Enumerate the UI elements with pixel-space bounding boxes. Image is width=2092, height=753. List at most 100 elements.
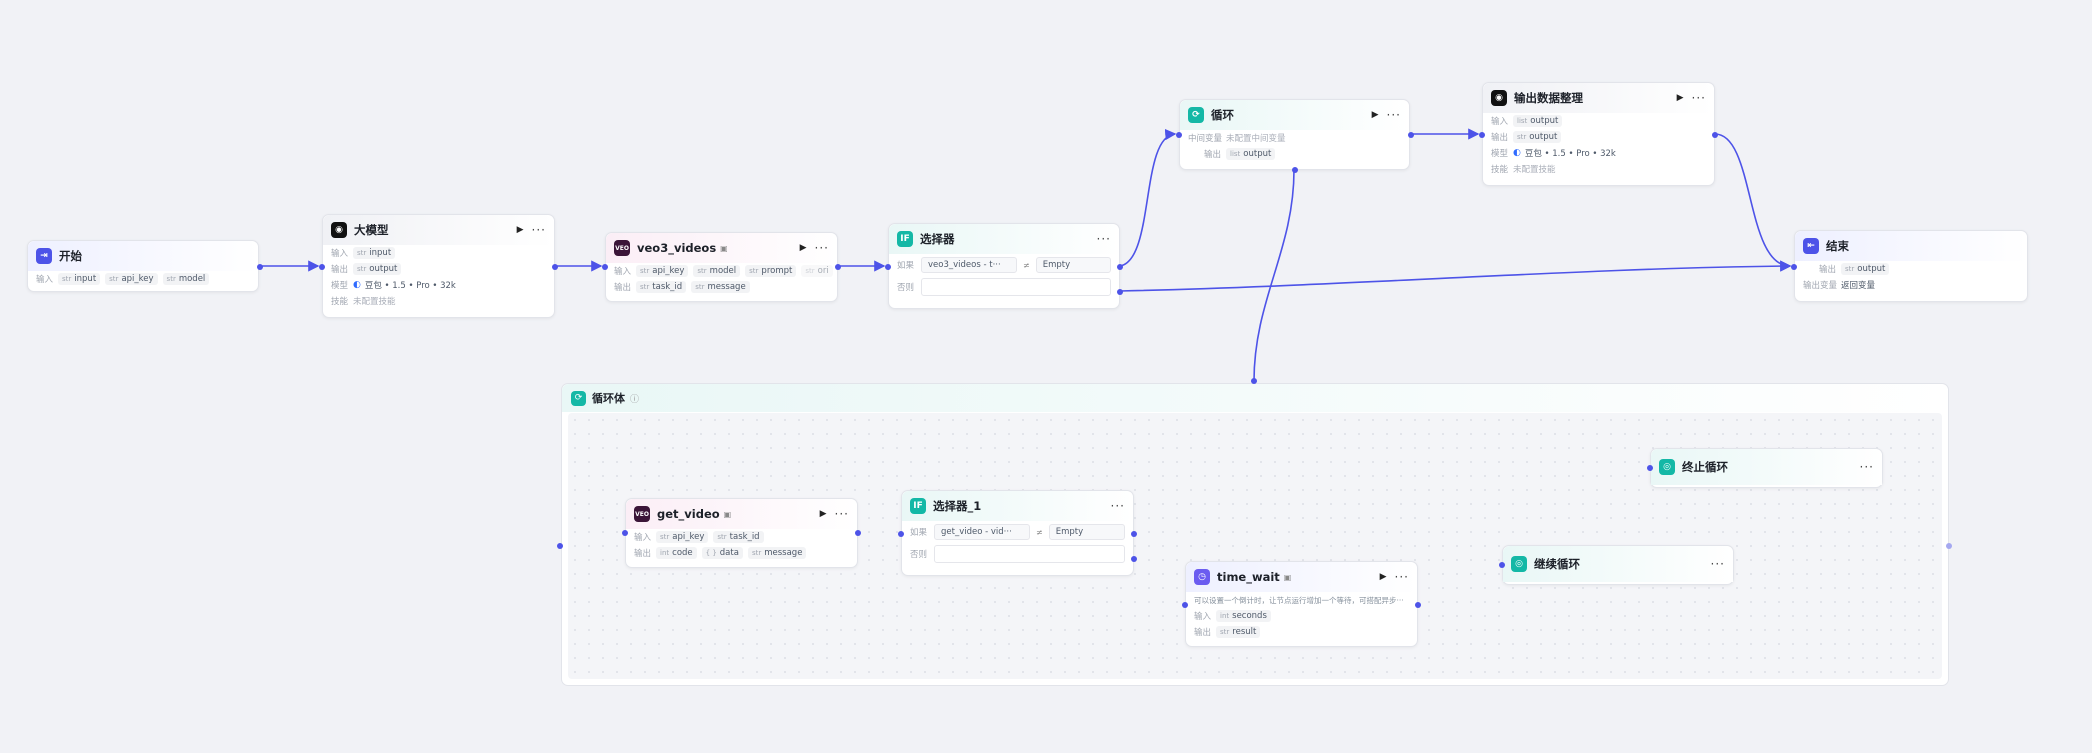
node-title: 选择器 (920, 232, 955, 246)
timer-icon: ◷ (1194, 569, 1210, 585)
input-port[interactable] (602, 264, 608, 270)
doubao-icon: ◐ (1513, 148, 1521, 158)
if-port[interactable] (1117, 264, 1123, 270)
edge-loop-body (1253, 169, 1295, 382)
doubao-icon: ◐ (353, 280, 361, 290)
more-icon[interactable]: ··· (1110, 499, 1125, 513)
run-icon[interactable]: ▶ (1379, 572, 1387, 582)
plugin-badge-icon: ▣ (723, 509, 732, 519)
output-port[interactable] (1408, 132, 1414, 138)
run-icon[interactable]: ▶ (799, 243, 807, 253)
input-port[interactable] (1176, 132, 1182, 138)
condition-variable: get_video - vid··· (934, 524, 1030, 540)
condition-variable: veo3_videos - t··· (921, 257, 1017, 273)
node-title: veo3_videos (637, 241, 717, 255)
node-selector-1[interactable]: IF 选择器_1 ··· 如果 get_video - vid··· ≠ Emp… (898, 490, 1137, 576)
node-title: time_wait (1217, 570, 1280, 584)
run-icon[interactable]: ▶ (1371, 110, 1379, 120)
node-title: 循环 (1211, 108, 1234, 122)
input-port[interactable] (1791, 264, 1797, 270)
output-port[interactable] (552, 264, 558, 270)
node-title: 终止循环 (1682, 460, 1728, 474)
edge-selector-loop (1119, 129, 1177, 267)
output-port[interactable] (835, 264, 841, 270)
more-icon[interactable]: ··· (1386, 108, 1401, 122)
input-port[interactable] (898, 531, 904, 537)
veo3-plugin-icon: VEO (634, 506, 650, 522)
plugin-badge-icon: ▣ (1283, 572, 1292, 582)
node-title: get_video (657, 507, 720, 521)
run-icon[interactable]: ▶ (819, 509, 827, 519)
output-port[interactable] (257, 264, 263, 270)
more-icon[interactable]: ··· (531, 223, 546, 237)
stop-loop-icon: ◎ (1659, 459, 1675, 475)
run-icon[interactable]: ▶ (1676, 93, 1684, 103)
node-selector[interactable]: IF 选择器 ··· 如果 veo3_videos - t··· ≠ Empty… (885, 223, 1123, 309)
end-icon: ⇤ (1803, 238, 1819, 254)
input-port[interactable] (1479, 132, 1485, 138)
input-port[interactable] (319, 264, 325, 270)
if-branch: 如果 get_video - vid··· ≠ Empty (902, 521, 1133, 543)
input-port[interactable] (1647, 465, 1653, 471)
loop-body-port[interactable] (1292, 167, 1298, 173)
llm-icon: ◉ (331, 222, 347, 238)
output-port[interactable] (855, 530, 861, 536)
more-icon[interactable]: ··· (1710, 557, 1725, 571)
input-port[interactable] (622, 530, 628, 536)
condition-icon: IF (910, 498, 926, 514)
more-icon[interactable]: ··· (1394, 570, 1409, 584)
input-port[interactable] (885, 264, 891, 270)
input-port[interactable] (1499, 562, 1505, 568)
start-icon: ⇥ (36, 248, 52, 264)
loop-body-entry-port[interactable] (557, 543, 563, 549)
more-icon[interactable]: ··· (814, 241, 829, 255)
if-port[interactable] (1131, 531, 1137, 537)
llm-icon: ◉ (1491, 90, 1507, 106)
node-title: 大模型 (354, 223, 389, 237)
else-branch: 否则 (889, 276, 1119, 298)
more-icon[interactable]: ··· (834, 507, 849, 521)
loop-icon: ⟳ (1188, 107, 1204, 123)
else-port[interactable] (1117, 289, 1123, 295)
node-time-wait[interactable]: ◷ time_wait ▣ ▶ ··· 可以设置一个倒计时，让节点运行增加一个等待… (1182, 561, 1421, 647)
output-port[interactable] (1712, 132, 1718, 138)
loop-body-icon: ⟳ (571, 390, 586, 406)
more-icon[interactable]: ··· (1096, 232, 1111, 246)
condition-icon: IF (897, 231, 913, 247)
edge-selector-end (1119, 260, 1792, 292)
node-title: 结束 (1826, 239, 1849, 253)
else-port[interactable] (1131, 556, 1137, 562)
loop-body-exit-port[interactable] (1946, 543, 1952, 549)
output-port[interactable] (1415, 602, 1421, 608)
run-icon[interactable]: ▶ (516, 225, 524, 235)
node-description: 可以设置一个倒计时，让节点运行增加一个等待，可搭配异步··· (1194, 595, 1404, 605)
input-port[interactable] (1182, 602, 1188, 608)
continue-loop-icon: ◎ (1511, 556, 1527, 572)
info-icon[interactable]: ⓘ (630, 394, 640, 405)
node-title: 开始 (59, 249, 82, 263)
veo3-plugin-icon: VEO (614, 240, 630, 256)
more-icon[interactable]: ··· (1859, 460, 1874, 474)
condition-value: Empty (1035, 257, 1111, 273)
node-title: 输出数据整理 (1514, 91, 1583, 105)
edge-output-end (1714, 133, 1792, 272)
loop-body-top-port[interactable] (1251, 378, 1257, 384)
node-title: 继续循环 (1534, 557, 1580, 571)
node-continue-loop[interactable]: ◎ 继续循环 ··· (1499, 545, 1734, 585)
node-stop-loop[interactable]: ◎ 终止循环 ··· (1647, 448, 1883, 488)
more-icon[interactable]: ··· (1691, 91, 1706, 105)
plugin-badge-icon: ▣ (720, 243, 728, 253)
else-branch: 否则 (902, 543, 1133, 565)
group-title: 循环体 (592, 392, 625, 405)
